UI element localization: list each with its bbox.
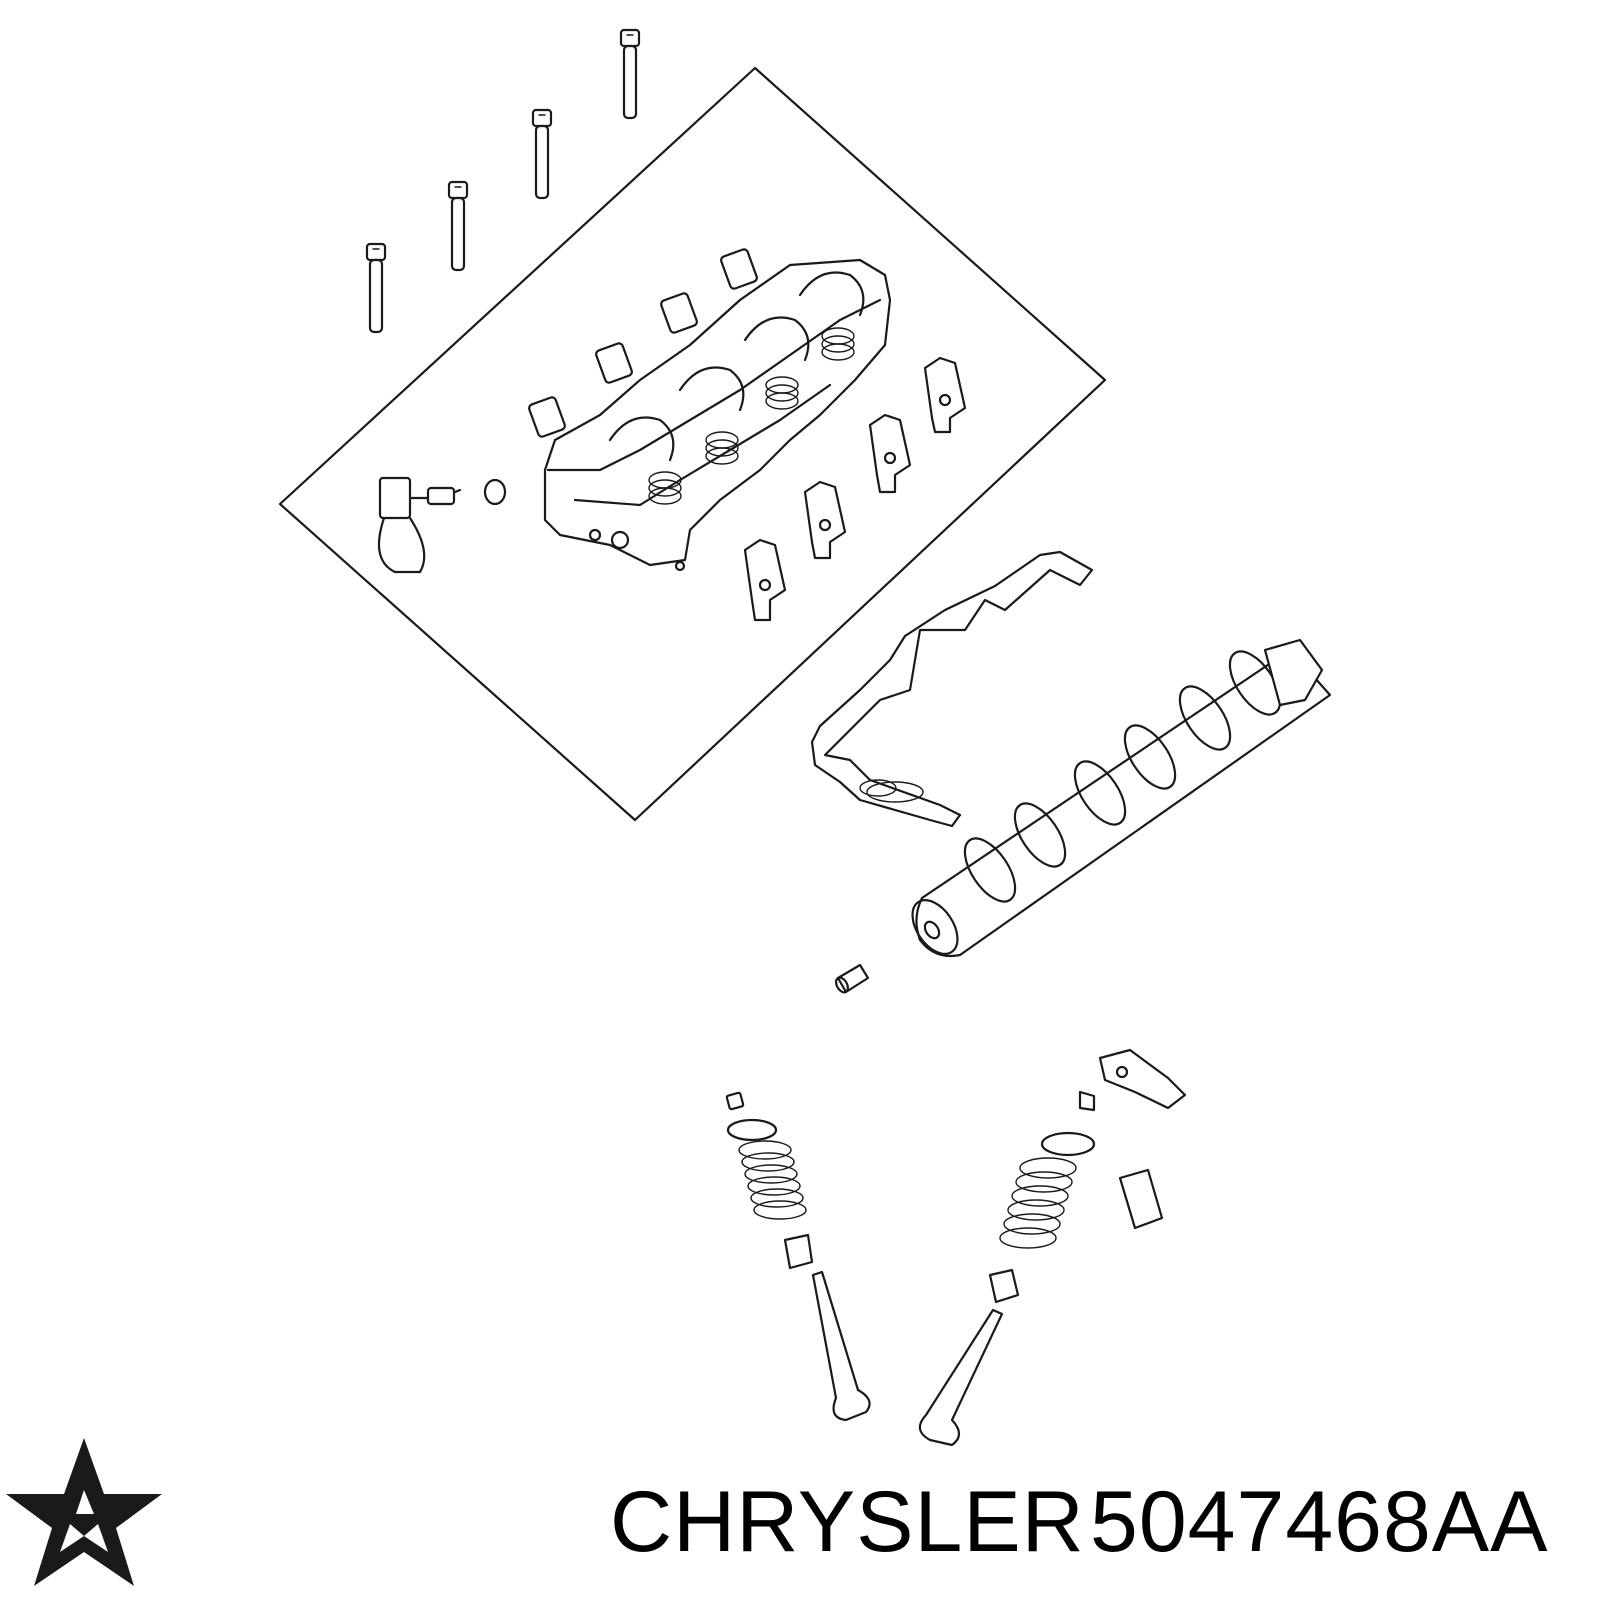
caption: CHRYSLER 5047468AA	[580, 1462, 1590, 1582]
o-ring	[483, 478, 507, 506]
intake-valve	[811, 1270, 871, 1422]
cylinder-head-assembly	[528, 248, 892, 572]
valve-spring-2	[999, 1157, 1077, 1249]
bolt-2	[531, 108, 553, 200]
dowel-pin	[835, 963, 870, 994]
spring-retainer-2	[1040, 1131, 1096, 1157]
valve-seal-2	[988, 1268, 1020, 1304]
valve-keeper	[725, 1091, 745, 1111]
sensor-with-connector	[377, 476, 507, 574]
intake-valve-stack	[725, 1091, 871, 1422]
rocker-arms	[743, 356, 967, 622]
camshaft	[911, 638, 1332, 958]
head-bolts	[365, 28, 641, 334]
lash-adjuster	[1118, 1168, 1164, 1230]
bolt-3	[447, 180, 469, 272]
chrysler-pentastar-icon	[6, 1438, 162, 1586]
valve-keeper-2	[1078, 1090, 1096, 1112]
valve-spring	[738, 1140, 807, 1220]
exhaust-valve	[918, 1308, 1004, 1447]
callout-frame	[278, 66, 1107, 822]
bolt-1	[619, 28, 641, 120]
valve-seal	[783, 1233, 814, 1270]
gasket	[810, 550, 1094, 828]
brand-name: CHRYSLER	[610, 1474, 1085, 1570]
bolt-4	[365, 242, 387, 334]
exhaust-valve-stack	[918, 1048, 1187, 1447]
part-number: 5047468AA	[1090, 1474, 1549, 1570]
roller-rocker	[1098, 1048, 1187, 1110]
spring-retainer	[726, 1118, 778, 1142]
